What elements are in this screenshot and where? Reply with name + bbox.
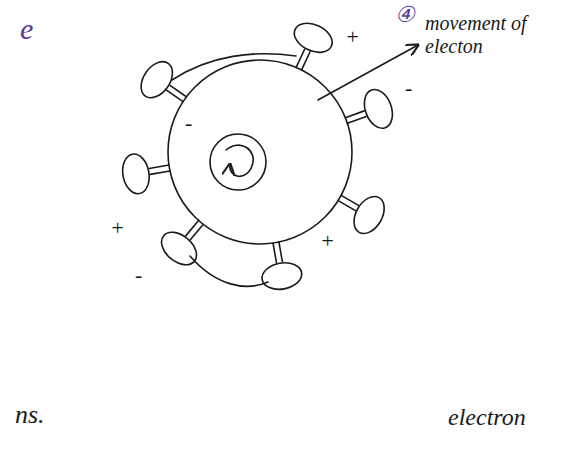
receptor: [155, 210, 216, 272]
hand-note: ns.: [15, 400, 45, 430]
receptor: [340, 86, 398, 140]
callout-number: ④: [395, 2, 415, 27]
annotation-label: movement of electon: [425, 12, 543, 58]
charge-sign: -: [405, 75, 412, 100]
nucleus: [210, 134, 266, 190]
receptor: [281, 18, 337, 78]
charge-sign: +: [110, 215, 125, 240]
receptor: [135, 56, 196, 116]
charge-sign: -: [185, 110, 192, 135]
hand-note: e: [20, 12, 33, 47]
rotation-arrow: [226, 145, 253, 176]
receptor: [120, 148, 173, 196]
cell-membrane: [168, 60, 352, 244]
leader-arrow: [318, 45, 418, 100]
charge-sign: -: [135, 262, 142, 287]
connecting-line: [190, 256, 268, 286]
charge-sign: +: [320, 228, 335, 253]
connecting-line: [172, 54, 296, 80]
hand-note: electron: [448, 404, 526, 432]
receptor: [330, 181, 391, 239]
charge-sign: +: [345, 24, 360, 49]
